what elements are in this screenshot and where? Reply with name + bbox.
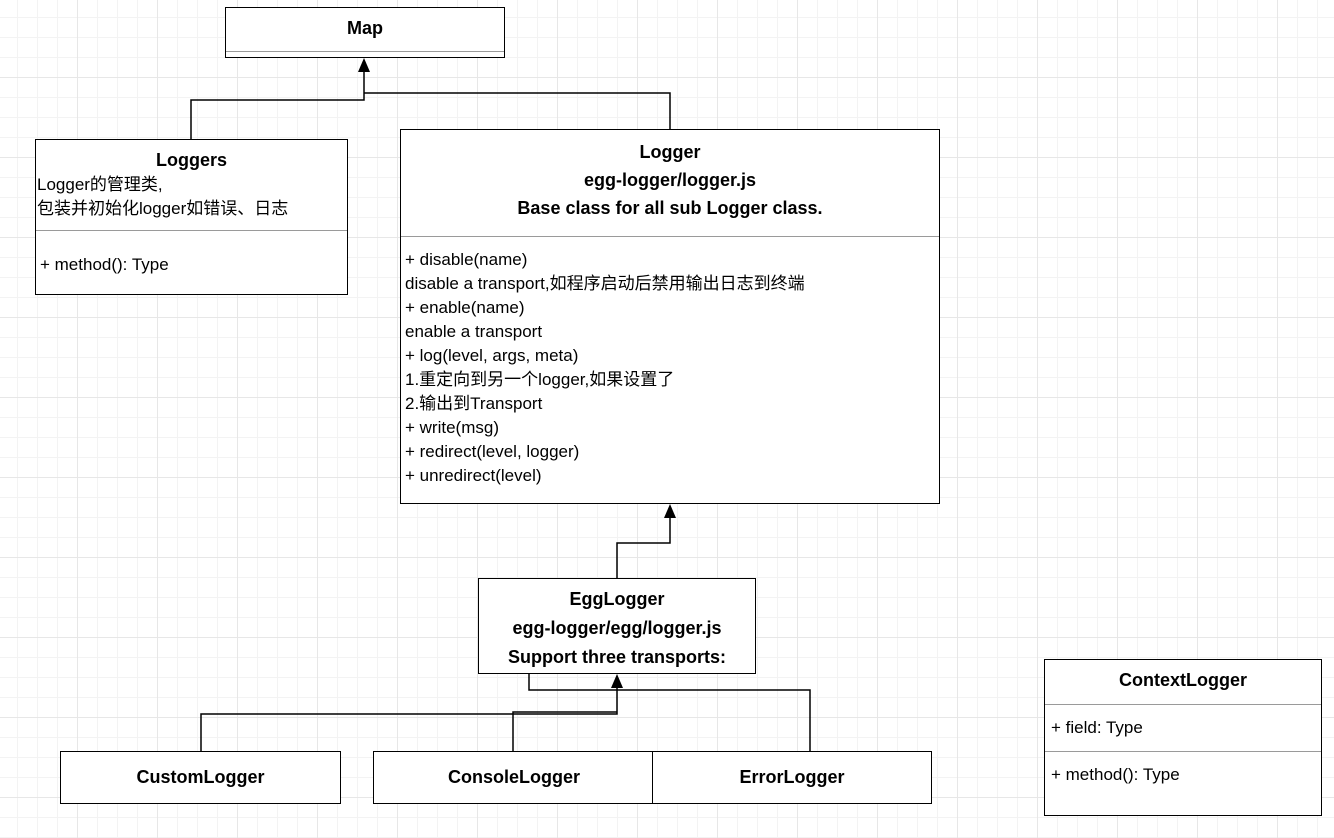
arrowhead-egglogger — [611, 674, 623, 688]
class-logger-operation: + unredirect(level) — [405, 466, 542, 485]
class-logger-operation: enable a transport — [405, 322, 543, 341]
class-logger-operation: + log(level, args, meta) — [405, 346, 579, 365]
class-egglogger-note: Support three transports: — [507, 647, 726, 667]
class-contextlogger-operations: + method(): Type — [1047, 763, 1184, 787]
class-contextlogger-divider — [1045, 751, 1321, 752]
class-customlogger-name: CustomLogger — [136, 767, 265, 787]
class-loggers-name: Loggers — [155, 150, 227, 170]
class-logger-operations: + disable(name) disable a transport,如程序启… — [405, 248, 805, 488]
class-customlogger[interactable]: CustomLogger — [60, 751, 341, 804]
class-contextlogger-operation: + method(): Type — [1051, 765, 1180, 784]
class-logger-operation: 2.输出到Transport — [405, 394, 543, 413]
class-contextlogger-name: ContextLogger — [1119, 670, 1247, 690]
class-logger-note: Base class for all sub Logger class. — [517, 198, 823, 218]
class-egglogger-header: EggLogger egg-logger/egg/logger.js Suppo… — [479, 579, 755, 672]
arrowhead-map — [358, 58, 370, 72]
class-map[interactable]: Map — [225, 7, 505, 58]
class-loggers-operations: + method(): Type — [36, 253, 173, 277]
class-egglogger-name: EggLogger — [569, 589, 665, 609]
class-logger-divider — [401, 236, 939, 237]
arrowhead-logger — [664, 504, 676, 518]
edge-logger-to-map[interactable] — [364, 92, 671, 129]
class-logger-operation: disable a transport,如程序启动后禁用输出日志到终端 — [405, 274, 805, 293]
class-logger-operation: + disable(name) — [405, 250, 528, 269]
class-contextlogger-divider — [1045, 704, 1321, 705]
class-logger-operation: + write(msg) — [405, 418, 499, 437]
class-egglogger-file: egg-logger/egg/logger.js — [512, 618, 722, 638]
class-logger-header: Logger egg-logger/logger.js Base class f… — [401, 130, 939, 222]
class-logger-operation: 1.重定向到另一个logger,如果设置了 — [405, 370, 675, 389]
class-logger[interactable]: Logger egg-logger/logger.js Base class f… — [400, 129, 940, 504]
class-logger-operation: + redirect(level, logger) — [405, 442, 580, 461]
class-contextlogger-fields: + field: Type — [1047, 716, 1147, 740]
class-map-name: Map — [347, 18, 383, 38]
class-contextlogger[interactable]: ContextLogger + field: Type + method(): … — [1044, 659, 1322, 816]
class-errorlogger[interactable]: ErrorLogger — [652, 751, 932, 804]
class-contextlogger-field: + field: Type — [1051, 718, 1143, 737]
class-logger-file: egg-logger/logger.js — [583, 170, 757, 190]
class-loggers[interactable]: Loggers Logger的管理类, 包装并初始化logger如错误、日志 +… — [35, 139, 348, 295]
class-consolelogger-name: ConsoleLogger — [447, 767, 580, 787]
edge-customlogger-to-egglogger[interactable] — [200, 686, 618, 751]
class-map-divider — [226, 51, 504, 52]
class-logger-name: Logger — [639, 142, 701, 162]
class-egglogger[interactable]: EggLogger egg-logger/egg/logger.js Suppo… — [478, 578, 756, 674]
edge-loggers-to-map[interactable] — [190, 70, 365, 139]
class-loggers-operation: + method(): Type — [40, 255, 169, 274]
class-loggers-description-line: Logger的管理类, — [37, 175, 163, 194]
class-errorlogger-name: ErrorLogger — [739, 767, 845, 787]
edge-egglogger-to-logger[interactable] — [616, 516, 671, 578]
edge-errorlogger-to-egglogger[interactable] — [528, 674, 811, 751]
edge-consolelogger-to-egglogger[interactable] — [512, 711, 617, 751]
class-loggers-description-line: 包装并初始化logger如错误、日志 — [37, 199, 289, 218]
class-consolelogger[interactable]: ConsoleLogger — [373, 751, 655, 804]
class-loggers-divider — [36, 230, 347, 231]
class-logger-operation: + enable(name) — [405, 298, 525, 317]
